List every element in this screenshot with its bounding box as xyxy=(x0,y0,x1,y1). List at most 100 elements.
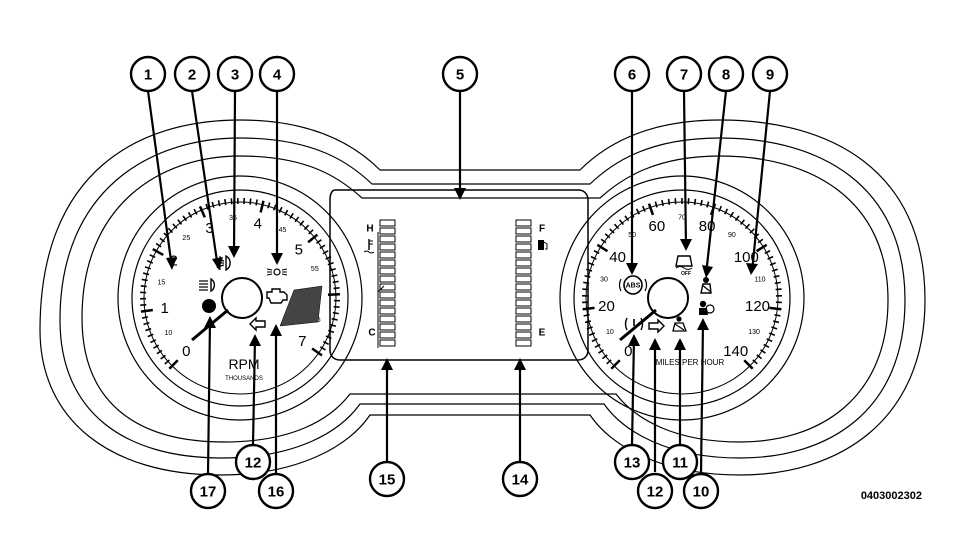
speedometer-major-label: 140 xyxy=(723,343,748,360)
tachometer-tick xyxy=(334,307,340,308)
tachometer-major-label: 5 xyxy=(295,241,303,258)
tachometer-tick xyxy=(261,201,264,213)
callout-number: 15 xyxy=(379,472,396,489)
callout-number: 7 xyxy=(680,67,688,84)
speedometer-tick xyxy=(584,315,590,316)
temperature-bar-segment xyxy=(380,236,395,242)
abs-warning-icon: ABS xyxy=(620,276,647,294)
tachometer-tick xyxy=(328,330,334,332)
speedometer-minor-label: 30 xyxy=(600,277,608,284)
temperature-bar-segment xyxy=(380,220,395,226)
abs-warning-text: ABS xyxy=(626,283,641,290)
speedometer-tick xyxy=(774,315,780,316)
speedometer-major-label: 60 xyxy=(649,218,666,235)
tachometer-tick xyxy=(331,275,337,276)
temperature-low-label: C xyxy=(368,328,375,339)
tachometer-tick xyxy=(142,317,148,318)
speedometer-tick xyxy=(769,333,775,335)
airbag-warning-icon xyxy=(699,301,714,315)
fuel-bar-segment xyxy=(516,236,531,242)
tachometer-major-label: 7 xyxy=(298,333,306,350)
tachometer-tick xyxy=(334,288,340,289)
tachometer-tick xyxy=(250,199,251,205)
callout-number: 10 xyxy=(693,484,710,501)
speedometer-tick xyxy=(774,276,780,277)
callout-number: 3 xyxy=(231,67,239,84)
temperature-bar-segment xyxy=(380,276,395,282)
parking-lights-icon xyxy=(267,269,287,275)
tachometer-tick xyxy=(330,325,336,327)
tachometer-tick xyxy=(145,267,151,269)
speedometer-minor-label: 10 xyxy=(606,329,614,336)
tachometer-tick xyxy=(231,198,232,204)
callout-number: 17 xyxy=(200,484,217,501)
fuel-bar-segment xyxy=(516,252,531,258)
tachometer-minor-label: 15 xyxy=(157,280,165,287)
fuel-bar-segment xyxy=(516,316,531,322)
tachometer-tick xyxy=(256,199,257,205)
fuel-gauge: F E xyxy=(516,220,547,346)
tachometer-redline-zone xyxy=(280,286,322,326)
tachometer-tick xyxy=(144,323,150,325)
callout-number: 8 xyxy=(722,67,730,84)
speedometer-tick xyxy=(649,204,653,215)
tachometer-tick xyxy=(332,319,338,320)
temperature-bar-segment xyxy=(380,332,395,338)
tachometer-tick xyxy=(212,202,214,208)
fuel-bar-segment xyxy=(516,260,531,266)
fuel-bar-segment xyxy=(516,324,531,330)
figure-id: 0403002302 xyxy=(861,490,922,502)
temperature-gauge: H C xyxy=(364,220,395,348)
callout-number: 16 xyxy=(268,484,285,501)
speedometer-major-label: 20 xyxy=(598,298,615,315)
speedometer-tick xyxy=(655,202,657,208)
speedometer-tick xyxy=(707,202,709,208)
speedometer-tick xyxy=(775,282,781,283)
speedometer-tick xyxy=(583,308,595,309)
fuel-bar-segment xyxy=(516,308,531,314)
tachometer-major-label: 4 xyxy=(254,216,262,233)
temperature-bar-segment xyxy=(380,316,395,322)
tachometer-tick xyxy=(225,199,226,205)
tachometer-major-label: 0 xyxy=(182,343,190,360)
tachometer-tick xyxy=(141,310,153,312)
speedometer-tick xyxy=(589,333,595,335)
temperature-bar-segment xyxy=(380,300,395,306)
callout-number: 2 xyxy=(188,67,196,84)
oil-pressure-indicator-icon xyxy=(202,299,216,313)
speedometer-tick xyxy=(585,321,591,322)
tachometer-minor-label: 10 xyxy=(164,330,172,337)
fuel-gauge-bars xyxy=(516,220,531,346)
fuel-bar-segment xyxy=(516,220,531,226)
speedometer-minor-label: 130 xyxy=(748,329,760,336)
speedometer-tick xyxy=(582,289,588,290)
temperature-bar-segment xyxy=(380,244,395,250)
passenger-seat-belt-icon xyxy=(673,316,686,331)
speedometer-tick xyxy=(772,269,778,271)
fuel-bar-segment xyxy=(516,228,531,234)
fuel-bar-segment xyxy=(516,340,531,346)
temperature-bar-segment xyxy=(380,292,395,298)
tachometer-minor-label: 45 xyxy=(279,227,287,234)
callout-number: 1 xyxy=(144,67,152,84)
callout-number: 12 xyxy=(245,455,262,472)
speedometer-tick xyxy=(701,200,702,206)
callout-number: 9 xyxy=(766,67,774,84)
callout-number: 5 xyxy=(456,67,464,84)
tachometer-hub xyxy=(222,278,262,318)
cluster-bezel xyxy=(40,120,925,475)
speedometer-tick xyxy=(695,199,696,205)
speedometer-minor-label: 90 xyxy=(728,232,736,239)
tachometer-minor-label: 55 xyxy=(311,266,319,273)
callout-number: 11 xyxy=(672,455,688,472)
temperature-bar-segment xyxy=(380,252,395,258)
fuel-empty-label: E xyxy=(539,328,546,339)
fuel-bar-segment xyxy=(516,284,531,290)
speedometer-tick xyxy=(769,308,781,309)
tachometer-minor-label: 35 xyxy=(229,215,237,222)
callout-number: 14 xyxy=(512,472,529,489)
speedometer-major-label: 40 xyxy=(609,249,626,266)
temperature-bar-segment xyxy=(380,268,395,274)
speedometer-unit-label: MILES PER HOUR xyxy=(656,358,725,367)
tachometer-unit-sub-label: THOUSANDS xyxy=(225,376,263,382)
